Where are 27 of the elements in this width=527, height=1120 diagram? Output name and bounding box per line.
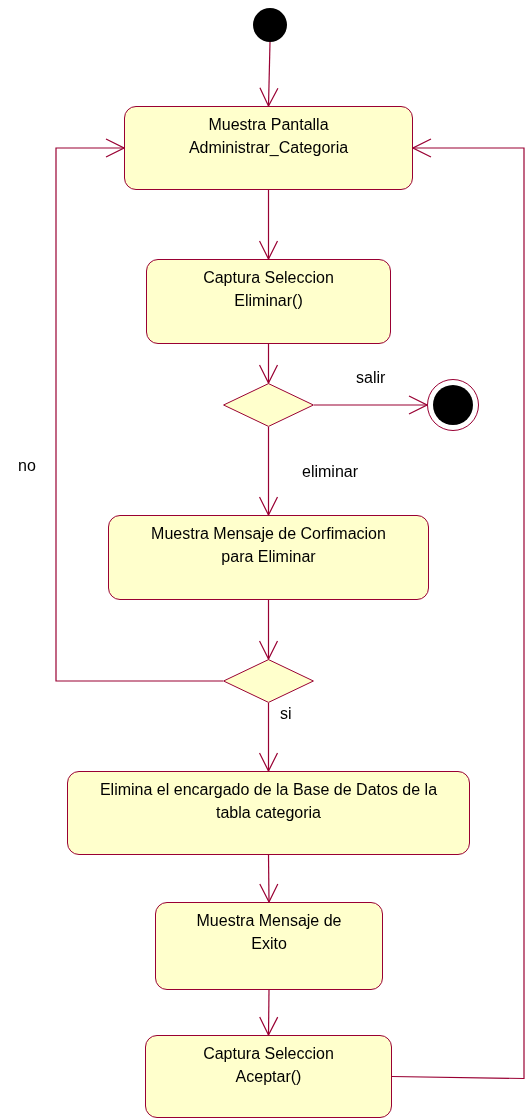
activity-text: Captura Seleccion Aceptar() — [202, 1044, 335, 1087]
decision-diamond — [223, 383, 314, 427]
end-node — [427, 379, 479, 431]
arrow — [259, 989, 279, 1036]
decision-diamond — [223, 659, 314, 703]
arrow — [258, 702, 279, 772]
arrow — [259, 41, 279, 107]
activity-box — [108, 515, 429, 600]
arrow — [258, 189, 279, 260]
activity-box — [146, 259, 391, 344]
activity-text: Captura Seleccion Eliminar() — [202, 268, 335, 311]
activity-box — [67, 771, 470, 855]
arrow — [258, 599, 279, 660]
arrow — [391, 138, 525, 1080]
activity-text: Elimina el encargado de la Base de Datos de la tabla categoria — [98, 780, 439, 823]
activity-box — [145, 1035, 392, 1118]
activity-text: Muestra Pantalla Administrar_Categoria — [187, 115, 350, 158]
activity-box — [124, 106, 413, 190]
activity-text: Muestra Mensaje de Exito — [195, 911, 343, 954]
start-node — [253, 8, 287, 42]
arrow — [258, 426, 279, 516]
arrow — [258, 343, 279, 384]
activity-text: Muestra Mensaje de Corfimacion para Eliminar — [150, 524, 387, 567]
arrow — [55, 138, 224, 682]
arrow — [313, 395, 428, 415]
activity-box — [155, 902, 383, 990]
arrow — [259, 854, 279, 903]
